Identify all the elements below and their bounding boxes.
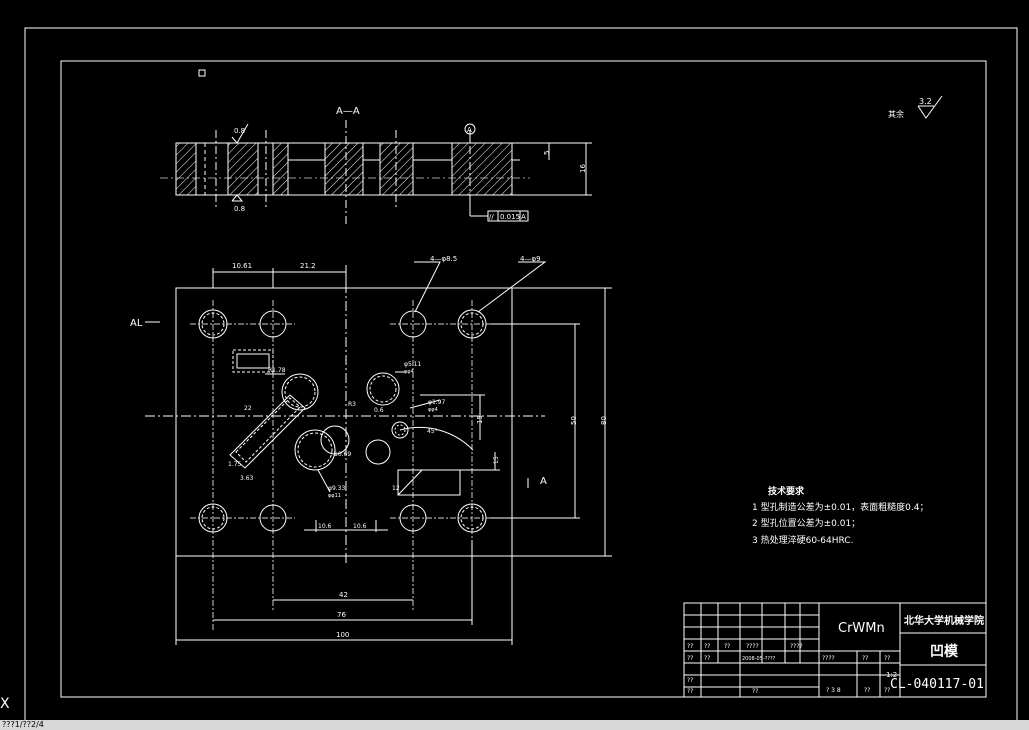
section-step-dim: 5 xyxy=(543,151,551,155)
tb-row4-a: ?? xyxy=(687,677,693,684)
dim-d1: 10.61 xyxy=(232,262,252,270)
tb-row1-a: ?? xyxy=(687,643,693,650)
tb-row2-b: ?? xyxy=(704,655,710,662)
tb-school: 北华大学机械学院 xyxy=(904,614,984,627)
dim-phi3: φ9.33 xyxy=(328,485,346,492)
tb-row3-a: ???? xyxy=(822,655,835,662)
dim-hole-b: 4—φ9 xyxy=(520,255,541,263)
tb-scale: 1:2 xyxy=(886,671,897,679)
section-mark-left: AL xyxy=(130,318,143,329)
section-height-dim: 16 xyxy=(579,164,587,173)
dim-42: 42 xyxy=(339,591,348,599)
dim-v1: 50 xyxy=(570,416,578,425)
plate-outline xyxy=(175,287,513,557)
dim-106a: 10.6 xyxy=(318,523,332,530)
tb-row5-e: ?? xyxy=(884,687,890,694)
dim-76: 76 xyxy=(337,611,346,619)
dim-angle: 45° xyxy=(427,428,438,435)
dim-small3: 0.6 xyxy=(374,407,384,414)
outer-border xyxy=(24,27,1018,725)
roughness-corner-note: 其余 xyxy=(888,109,904,119)
tb-row3-b: ?? xyxy=(862,655,868,662)
tech-req-item-1: 1 型孔制造公差为±0.01，表面粗糙度0.4； xyxy=(752,501,928,513)
dim-v2: 80 xyxy=(600,416,608,425)
datum-mark: A xyxy=(467,126,472,134)
pin-holes xyxy=(259,310,427,532)
dim-100: 100 xyxy=(336,631,349,639)
dim-small1: 22 xyxy=(244,405,252,412)
dim-phi3-sub: φφ11 xyxy=(328,493,341,499)
tb-row5-b: ?? xyxy=(752,688,758,695)
small-square-mark xyxy=(198,69,206,77)
dim-small4: 1.75 xyxy=(228,461,242,468)
roughness-bottom: 0.8 xyxy=(234,205,245,213)
title-block: CrWMn 北华大学机械学院 凹模 CL-040117-01 1:2 ?? ??… xyxy=(683,602,987,698)
tech-req-item-3: 3 热处理淬硬60-64HRC. xyxy=(752,534,853,546)
tech-req-title: 技术要求 xyxy=(768,485,805,497)
section-view: A—A 0.8 0.8 A // xyxy=(160,106,592,225)
tb-row3-c: ?? xyxy=(884,655,890,662)
tech-requirements: 技术要求 1 型孔制造公差为±0.01，表面粗糙度0.4； 2 型孔位置公差为±… xyxy=(752,485,928,546)
dim-106b: 10.6 xyxy=(353,523,367,530)
corner-holes xyxy=(198,309,487,533)
inner-border xyxy=(60,60,987,698)
tb-material: CrWMn xyxy=(838,621,885,636)
punch-profile xyxy=(229,372,461,496)
plan-view: AL A xyxy=(130,255,612,645)
section-label: A—A xyxy=(336,106,360,117)
dim-phi1-sub: φφ4 xyxy=(404,369,414,375)
dim-phi2: φ1.97 xyxy=(428,399,446,406)
dim-r: R1.78 xyxy=(268,367,286,374)
dim-phi2-sub: φφ4 xyxy=(428,407,438,413)
tb-part-name: 凹模 xyxy=(930,643,959,660)
status-bar: ???1/??2/4 xyxy=(0,720,1029,730)
tol-datum: A xyxy=(521,213,526,221)
dim-small5: 3.63 xyxy=(240,475,254,482)
dim-small2: R3 xyxy=(348,401,356,408)
dim-v3: 15 xyxy=(476,415,484,424)
tb-row5-c: ? 3 8 xyxy=(826,687,841,694)
tb-row2-d: 2008-05-???? xyxy=(742,656,776,662)
tb-row1-c: ?? xyxy=(724,643,730,650)
tb-drawing-no: CL-040117-01 xyxy=(890,677,984,692)
ucs-x-icon: X xyxy=(0,696,10,712)
dim-small6: 10.69 xyxy=(334,451,351,458)
tb-row1-b: ?? xyxy=(704,643,710,650)
tb-row2-a: ?? xyxy=(687,655,693,662)
tb-row1-e: ???? xyxy=(790,643,803,650)
tb-row5-a: ?? xyxy=(687,688,693,695)
section-mark-right: A xyxy=(540,476,547,487)
tol-value: 0.015 xyxy=(500,213,520,221)
tol-symbol: // xyxy=(489,213,494,221)
dim-small7: 15 xyxy=(493,456,500,464)
tech-req-item-2: 2 型孔位置公差为±0.01； xyxy=(752,517,860,529)
dim-hole-a: 4—φ8.5 xyxy=(430,255,457,263)
dim-phi1: φ5.11 xyxy=(404,361,422,368)
dim-d2: 21.2 xyxy=(300,262,316,270)
dim-small8: 12 xyxy=(392,485,400,492)
roughness-top: 0.8 xyxy=(234,127,245,135)
corner-roughness: 其余 3.2 xyxy=(888,95,943,119)
roughness-corner-value: 3.2 xyxy=(919,97,932,106)
tb-row1-d: ???? xyxy=(746,643,759,650)
tb-row5-d: ?? xyxy=(864,687,870,694)
